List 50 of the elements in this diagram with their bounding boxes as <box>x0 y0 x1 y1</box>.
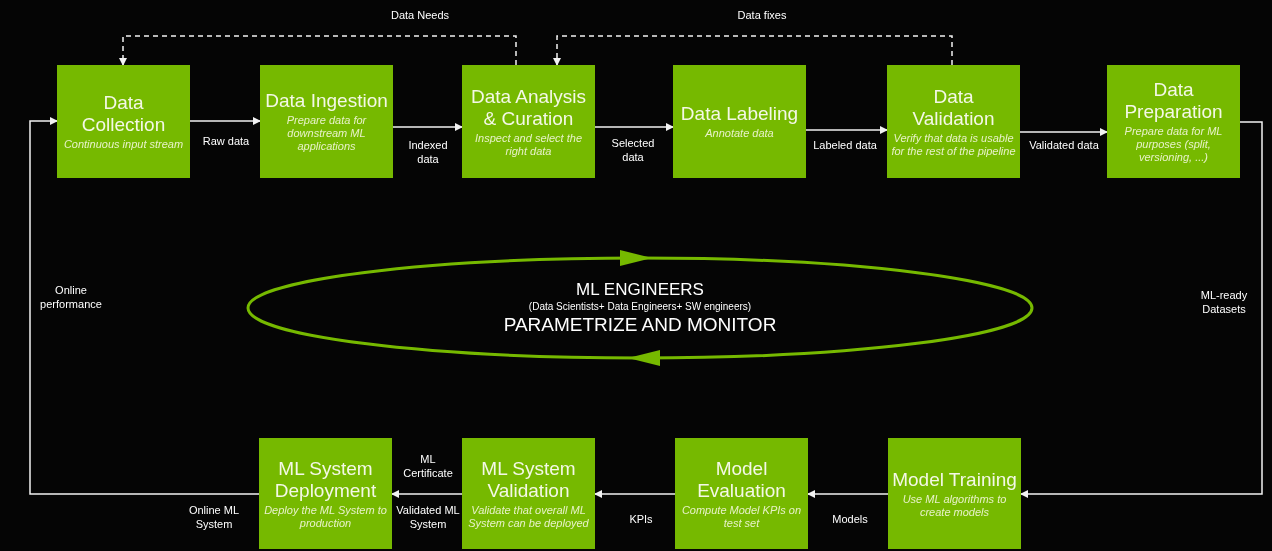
box-title: Data Preparation <box>1123 79 1224 123</box>
arrow <box>805 126 888 134</box>
arrow <box>807 490 889 498</box>
process-box <box>57 65 190 178</box>
process-box <box>259 438 392 549</box>
process-box <box>887 65 1020 178</box>
edge-note: Validated ML System <box>396 503 460 531</box>
arrow <box>1020 121 1263 498</box>
box-description: Compute Model KPIs on test set <box>680 503 803 530</box>
box-description: Verify that data is usable for the rest of the pipeline <box>891 131 1016 158</box>
process-box <box>675 438 808 549</box>
edge-label: Validated data <box>1026 138 1102 152</box>
process-box <box>673 65 806 178</box>
arrow <box>29 117 260 495</box>
arrow <box>1019 128 1108 136</box>
center-heading: PARAMETRIZE AND MONITOR <box>503 313 777 337</box>
box-title: Data Ingestion <box>265 90 388 112</box>
arrow <box>189 117 261 125</box>
arrow <box>594 490 676 498</box>
box-title: Data Collection <box>80 92 167 136</box>
box-title: Data Analysis & Curation <box>469 85 588 130</box>
arrow <box>391 490 463 498</box>
center-heading: ML ENGINEERS <box>576 279 704 301</box>
box-title: Data Labeling <box>680 103 799 125</box>
process-box <box>260 65 393 178</box>
box-description: Inspect and select the right data <box>474 131 583 158</box>
arrow <box>392 123 463 131</box>
box-title: Data Validation <box>911 85 996 130</box>
process-box <box>462 65 595 178</box>
dashed-arrow <box>553 35 953 66</box>
team-members: (Data Scientists+ Data Engineers+ SW engineers) <box>528 300 752 313</box>
box-title: Model Evaluation <box>696 457 787 502</box>
process-box <box>888 438 1021 549</box>
edge-label: Labeled data <box>812 138 878 152</box>
box-description: Annotate data <box>705 127 774 140</box>
box-description: Prepare data for downstream ML applications <box>285 114 368 153</box>
box-description: Use ML algorithms to create models <box>901 492 1008 519</box>
edge-label: Raw data <box>200 134 252 148</box>
box-description: Continuous input stream <box>63 138 184 151</box>
arrow <box>594 123 674 131</box>
box-title: ML System Validation <box>480 457 577 502</box>
box-title: Model Training <box>892 468 1017 491</box>
box-description: Prepare data for ML purposes (split, versioning, ...) <box>1123 125 1224 164</box>
edge-note: Online ML System <box>187 503 241 531</box>
box-title: ML System Deployment <box>273 457 378 502</box>
box-description: Deploy the ML System to production <box>263 503 388 530</box>
process-box <box>1107 65 1240 178</box>
box-description: Validate that overall ML System can be deployed <box>467 503 590 530</box>
dashed-arrow <box>119 35 517 66</box>
process-box <box>462 438 595 549</box>
